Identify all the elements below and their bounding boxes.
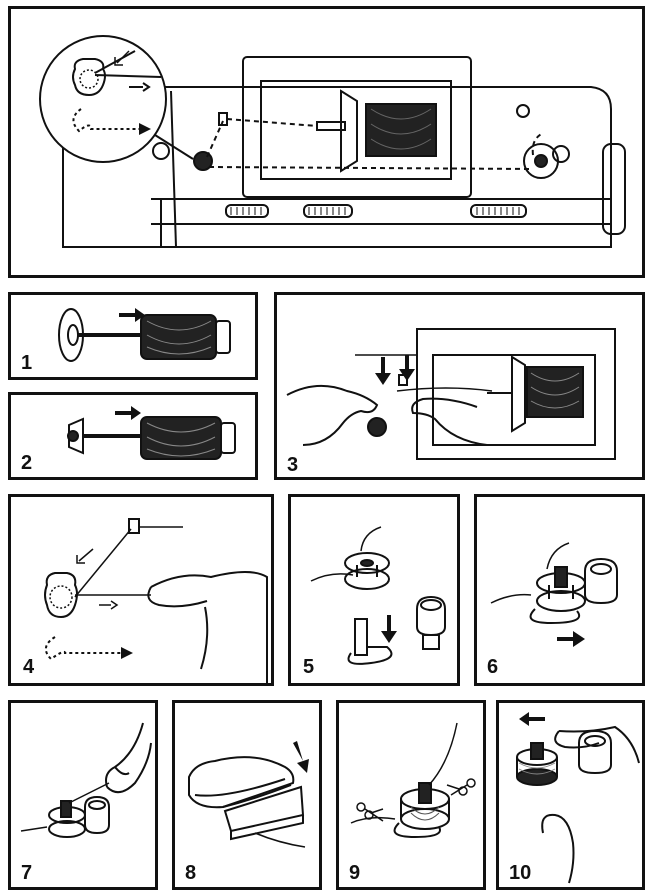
step-number-9: 9 [349,862,361,884]
step-3-illustration [286,328,616,460]
arrow-left-icon [519,712,545,726]
magnifier-inset [39,35,167,163]
step-10-illustration [516,712,640,884]
arrow-down-icon [375,357,391,385]
shoe [188,756,295,809]
step-2-panel: 2 [8,392,258,480]
scissors-icon [446,778,476,796]
step-4-panel: 4 [8,494,274,686]
step-5-illustration [310,526,446,665]
step-number-1: 1 [21,352,33,374]
step-number-2: 2 [21,452,33,474]
step-number-3: 3 [287,454,299,476]
step-number-5: 5 [303,656,315,678]
arrow-right-icon [115,406,141,420]
scissors-icon [356,802,384,822]
step-number-10: 10 [509,862,532,884]
carry-handle [242,56,472,198]
right-hand [411,397,488,446]
dial-1 [225,204,269,218]
thread-spool [140,314,217,360]
hand [558,725,640,764]
step-number-4: 4 [23,656,35,678]
arrow-down-icon [293,741,309,773]
spool-cap [340,89,358,173]
step-2-illustration [67,406,236,460]
tension-guide [44,572,78,619]
thread-spool [526,366,584,418]
step-8-illustration [188,741,309,848]
step-4-illustration [44,518,268,683]
arrow-right-icon [119,308,145,322]
arrow-down-icon [381,615,397,643]
tension-guide [72,58,106,97]
finger [541,813,575,884]
hand [150,571,268,683]
sewing-machine-top-view [39,35,626,248]
dial-3 [470,204,527,218]
bobbin-winder-shaft [354,618,368,656]
step-8-panel: 8 [172,700,322,890]
hand [105,722,144,788]
step-6-illustration [490,542,618,647]
step-number-6: 6 [487,656,499,678]
hand-wheel [602,143,626,235]
arrow-right-icon [121,647,133,659]
left-hand [286,384,379,446]
thread-guide [128,518,140,534]
step-1-panel: 1 [8,292,258,380]
step-6-panel: 6 [474,494,645,686]
thread-spool [140,416,222,460]
overview-panel [8,6,645,278]
step-7-illustration [20,722,152,838]
dial-2 [303,204,353,218]
step-number-7: 7 [21,862,33,884]
step-9-illustration [350,722,476,839]
step-7-panel: 7 [8,700,158,890]
arrow-right-icon [557,631,585,647]
step-5-panel: 5 [288,494,460,686]
arrow-down-icon [399,355,415,381]
step-10-panel: 10 [496,700,645,890]
bobbin [344,552,390,574]
step-3-panel: 3 [274,292,645,480]
carry-handle [416,328,616,460]
step-number-8: 8 [185,862,197,884]
step-9-panel: 9 [336,700,486,890]
step-1-illustration [58,308,231,362]
